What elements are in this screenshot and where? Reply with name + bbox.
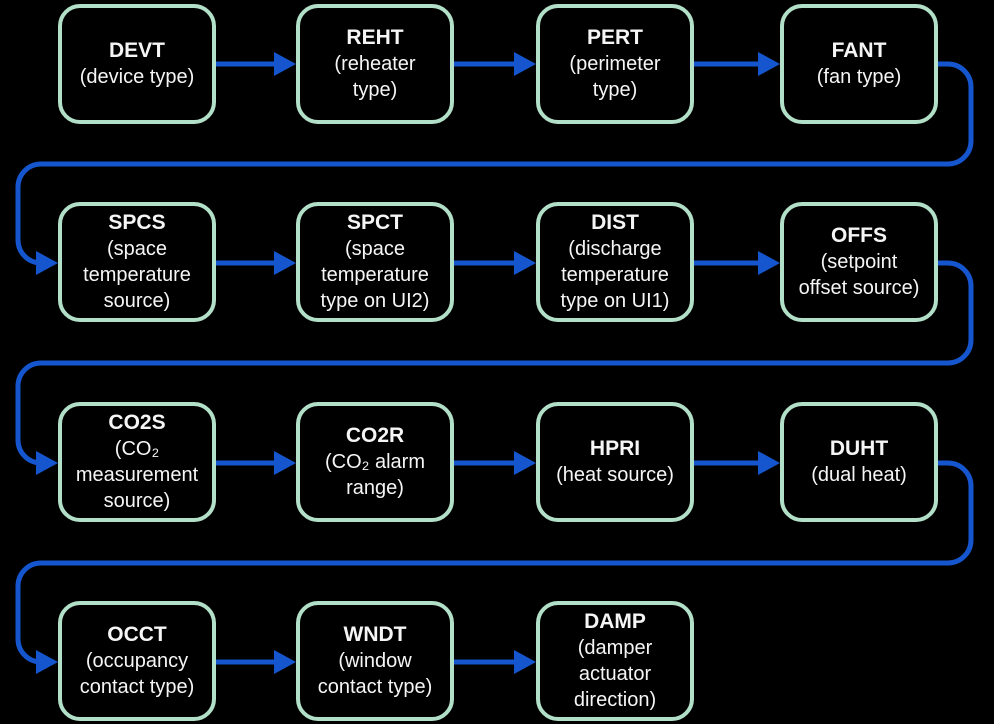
connector-arrowhead [514, 451, 536, 475]
node-occt: OCCT (occupancy contact type) [58, 601, 216, 721]
node-desc: (space temperature type on UI2) [320, 238, 430, 312]
node-damp: DAMP (damper actuator direction) [536, 601, 694, 721]
node-desc: (perimeter type) [569, 53, 661, 101]
node-code: DUHT [829, 437, 889, 460]
connector-arrowhead [514, 650, 536, 674]
node-desc: (space temperature source) [83, 238, 191, 312]
node-fant: FANT (fan type) [780, 4, 938, 124]
node-co2r: CO2R (CO₂ alarm range) [296, 402, 454, 522]
wrap-arrowhead [36, 251, 58, 275]
node-code: DAMP [584, 610, 646, 633]
wrap-arrowhead [36, 650, 58, 674]
node-code: DIST [591, 211, 639, 234]
connector-arrowhead [274, 451, 296, 475]
node-code: PERT [586, 26, 643, 49]
wrap-arrow-line-row1-row2 [15, 61, 974, 266]
connector-arrowhead [758, 451, 780, 475]
node-code: HPRI [589, 437, 641, 460]
connector-arrowhead [274, 52, 296, 76]
node-desc: (fan type) [816, 66, 902, 88]
node-code: CO2R [345, 424, 405, 447]
node-code: CO2S [108, 411, 166, 434]
wrap-arrow-line-row3-row4 [15, 460, 974, 665]
node-code: WNDT [343, 623, 407, 646]
node-co2s: CO2S (CO₂ measurement source) [58, 402, 216, 522]
node-desc: (CO₂ alarm range) [325, 451, 425, 499]
node-duht: DUHT (dual heat) [780, 402, 938, 522]
node-desc: (discharge temperature type on UI1) [560, 238, 670, 312]
node-devt: DEVT (device type) [58, 4, 216, 124]
wrap-arrow-line-row2-row3 [15, 260, 974, 466]
connector-arrowhead [514, 52, 536, 76]
connector-arrowhead [274, 650, 296, 674]
node-desc: (window contact type) [317, 650, 433, 698]
node-code: REHT [346, 26, 404, 49]
node-code: FANT [831, 39, 887, 62]
node-pert: PERT (perimeter type) [536, 4, 694, 124]
node-desc: (reheater type) [334, 53, 416, 101]
node-desc: (setpoint offset source) [798, 251, 920, 299]
node-code: SPCS [108, 211, 166, 234]
node-desc: (damper actuator direction) [573, 637, 657, 711]
node-desc: (dual heat) [811, 464, 907, 486]
node-desc: (heat source) [556, 464, 674, 486]
node-code: OCCT [107, 623, 167, 646]
node-desc: (device type) [79, 66, 195, 88]
connector-arrowhead [514, 251, 536, 275]
node-offs: OFFS (setpoint offset source) [780, 202, 938, 322]
connector-arrowhead [758, 251, 780, 275]
connector-arrowhead [758, 52, 780, 76]
wrap-arrowhead [36, 451, 58, 475]
node-spct: SPCT (space temperature type on UI2) [296, 202, 454, 322]
node-desc: (occupancy contact type) [79, 650, 195, 698]
connector-arrowhead [274, 251, 296, 275]
node-reht: REHT (reheater type) [296, 4, 454, 124]
node-dist: DIST (discharge temperature type on UI1) [536, 202, 694, 322]
node-code: OFFS [831, 224, 887, 247]
node-desc: (CO₂ measurement source) [75, 438, 199, 512]
node-wndt: WNDT (window contact type) [296, 601, 454, 721]
node-code: SPCT [346, 211, 403, 234]
node-hpri: HPRI (heat source) [536, 402, 694, 522]
node-spcs: SPCS (space temperature source) [58, 202, 216, 322]
node-code: DEVT [108, 39, 165, 62]
